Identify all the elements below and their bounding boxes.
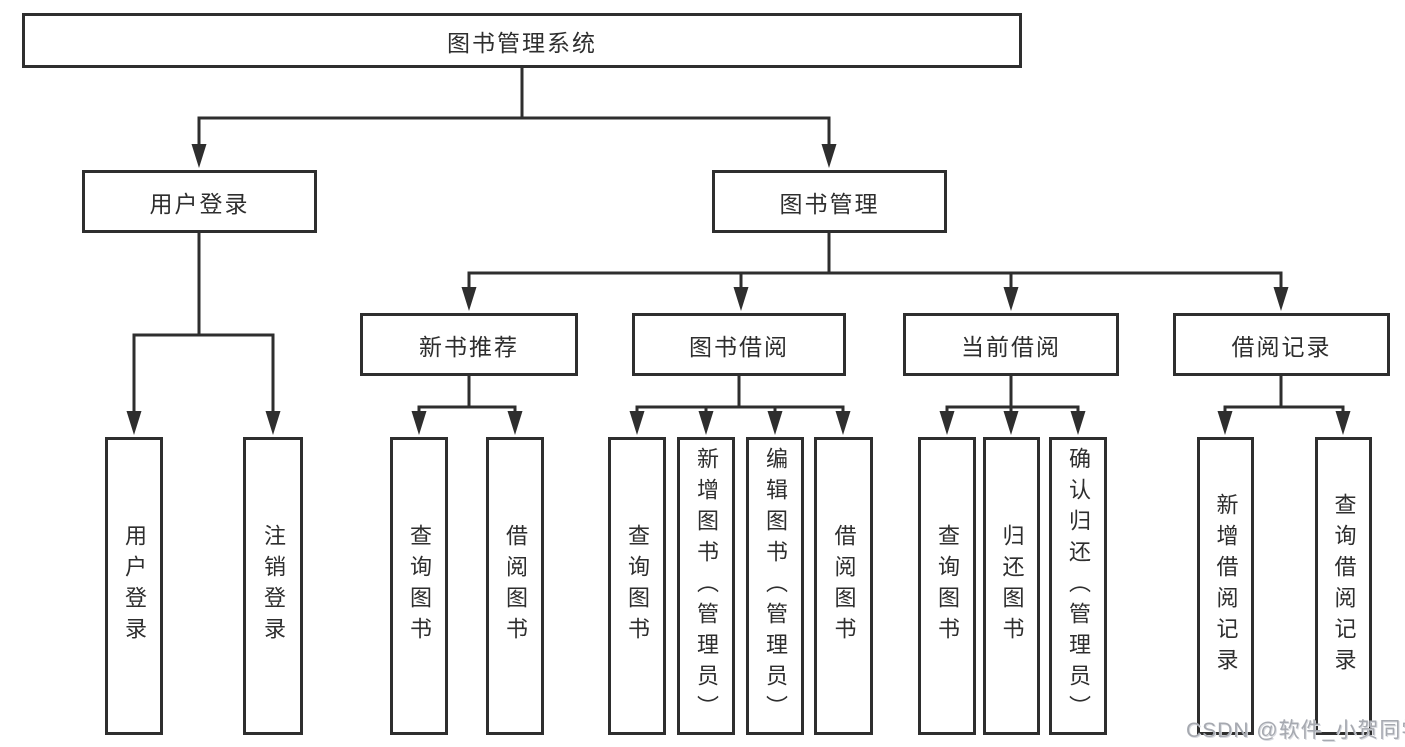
leaf-current-return-books: 归还图书 — [983, 437, 1040, 735]
node-new-book-recommend: 新书推荐 — [360, 313, 578, 376]
leaf-recommend-query-books: 查询图书 — [390, 437, 448, 735]
leaf-current-confirm-return-admin: 确认归还（管理员） — [1049, 437, 1107, 735]
node-user-login: 用户登录 — [82, 170, 317, 233]
node-borrow-records: 借阅记录 — [1173, 313, 1390, 376]
leaf-borrow-edit-books-admin: 编辑图书（管理员） — [746, 437, 804, 735]
leaf-borrow-query-books: 查询图书 — [608, 437, 666, 735]
node-book-management: 图书管理 — [712, 170, 947, 233]
leaf-user-login: 用户登录 — [105, 437, 163, 735]
node-library-management-system: 图书管理系统 — [22, 13, 1022, 68]
leaf-recommend-borrow-books: 借阅图书 — [486, 437, 544, 735]
leaf-current-query-books: 查询图书 — [918, 437, 976, 735]
leaf-records-add-record: 新增借阅记录 — [1197, 437, 1254, 735]
leaf-logout: 注销登录 — [243, 437, 303, 735]
leaf-borrow-borrow-books: 借阅图书 — [814, 437, 873, 735]
node-book-borrow: 图书借阅 — [632, 313, 846, 376]
watermark: CSDN @软件_小贺同学 — [1186, 719, 1405, 742]
leaf-records-query-record: 查询借阅记录 — [1315, 437, 1372, 735]
node-current-borrow: 当前借阅 — [903, 313, 1119, 376]
leaf-borrow-add-books-admin: 新增图书（管理员） — [677, 437, 735, 735]
